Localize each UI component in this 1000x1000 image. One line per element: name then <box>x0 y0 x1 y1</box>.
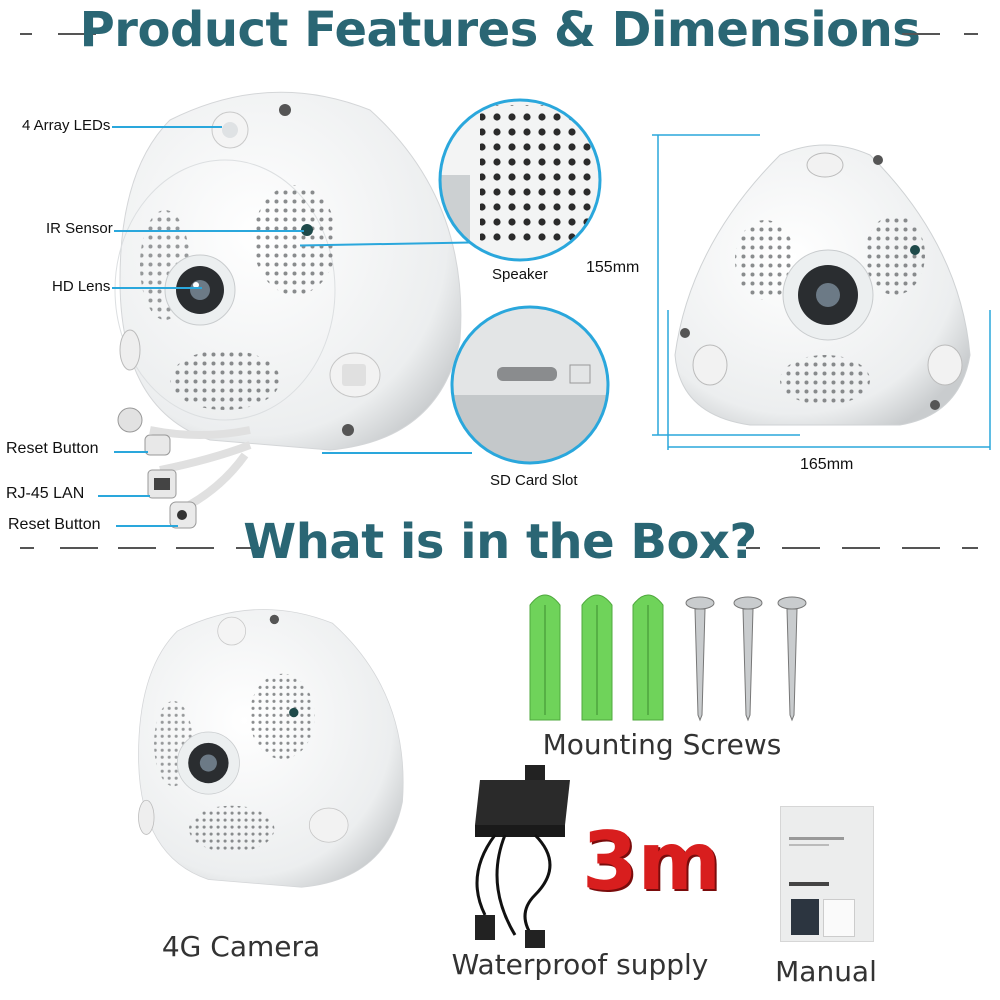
height-dimension: 155mm <box>586 259 640 276</box>
divider <box>236 547 260 549</box>
divider <box>964 33 978 35</box>
label-4-array-leds: 4 Array LEDs <box>22 117 111 134</box>
divider <box>20 547 34 549</box>
label-speaker: Speaker <box>492 266 548 283</box>
callout-line <box>112 287 202 289</box>
waterproof-supply-image <box>475 765 570 948</box>
divider <box>902 33 940 35</box>
camera-dimension-image <box>652 134 991 450</box>
divider <box>842 547 880 549</box>
mounting-screws-image <box>529 594 807 722</box>
divider <box>176 547 214 549</box>
caption-4g-camera: 4G Camera <box>161 930 321 963</box>
divider <box>782 547 820 549</box>
label-ir-sensor: IR Sensor <box>46 220 113 237</box>
cable-length: 3m <box>582 815 722 908</box>
speaker-detail-image <box>438 98 602 262</box>
label-hd-lens: HD Lens <box>52 278 111 295</box>
callout-line <box>116 525 178 527</box>
manual-image <box>780 806 874 942</box>
sd-card-detail-image <box>450 305 610 465</box>
label-reset-button-2: Reset Button <box>8 516 101 533</box>
callout-line <box>322 452 472 454</box>
divider <box>58 33 96 35</box>
page-title: Product Features & Dimensions <box>79 2 921 58</box>
width-dimension: 165mm <box>800 456 854 473</box>
label-rj45-lan: RJ-45 LAN <box>6 485 85 502</box>
divider <box>118 547 156 549</box>
divider <box>962 547 978 549</box>
box-camera-image <box>138 609 404 888</box>
camera-front-image <box>114 91 462 451</box>
caption-waterproof-supply: Waterproof supply <box>451 948 709 981</box>
divider <box>902 547 940 549</box>
callout-line <box>98 495 150 497</box>
divider <box>60 547 98 549</box>
callout-line <box>114 451 148 453</box>
divider <box>746 547 760 549</box>
section-title-box: What is in the Box? <box>243 514 757 570</box>
label-sd-card-slot: SD Card Slot <box>490 472 578 489</box>
caption-manual: Manual <box>775 955 877 988</box>
label-reset-button: Reset Button <box>6 440 99 457</box>
callout-line <box>112 126 222 128</box>
cables-image <box>117 407 252 529</box>
divider <box>20 33 32 35</box>
caption-mounting-screws: Mounting Screws <box>542 728 782 761</box>
callout-line <box>114 230 304 232</box>
